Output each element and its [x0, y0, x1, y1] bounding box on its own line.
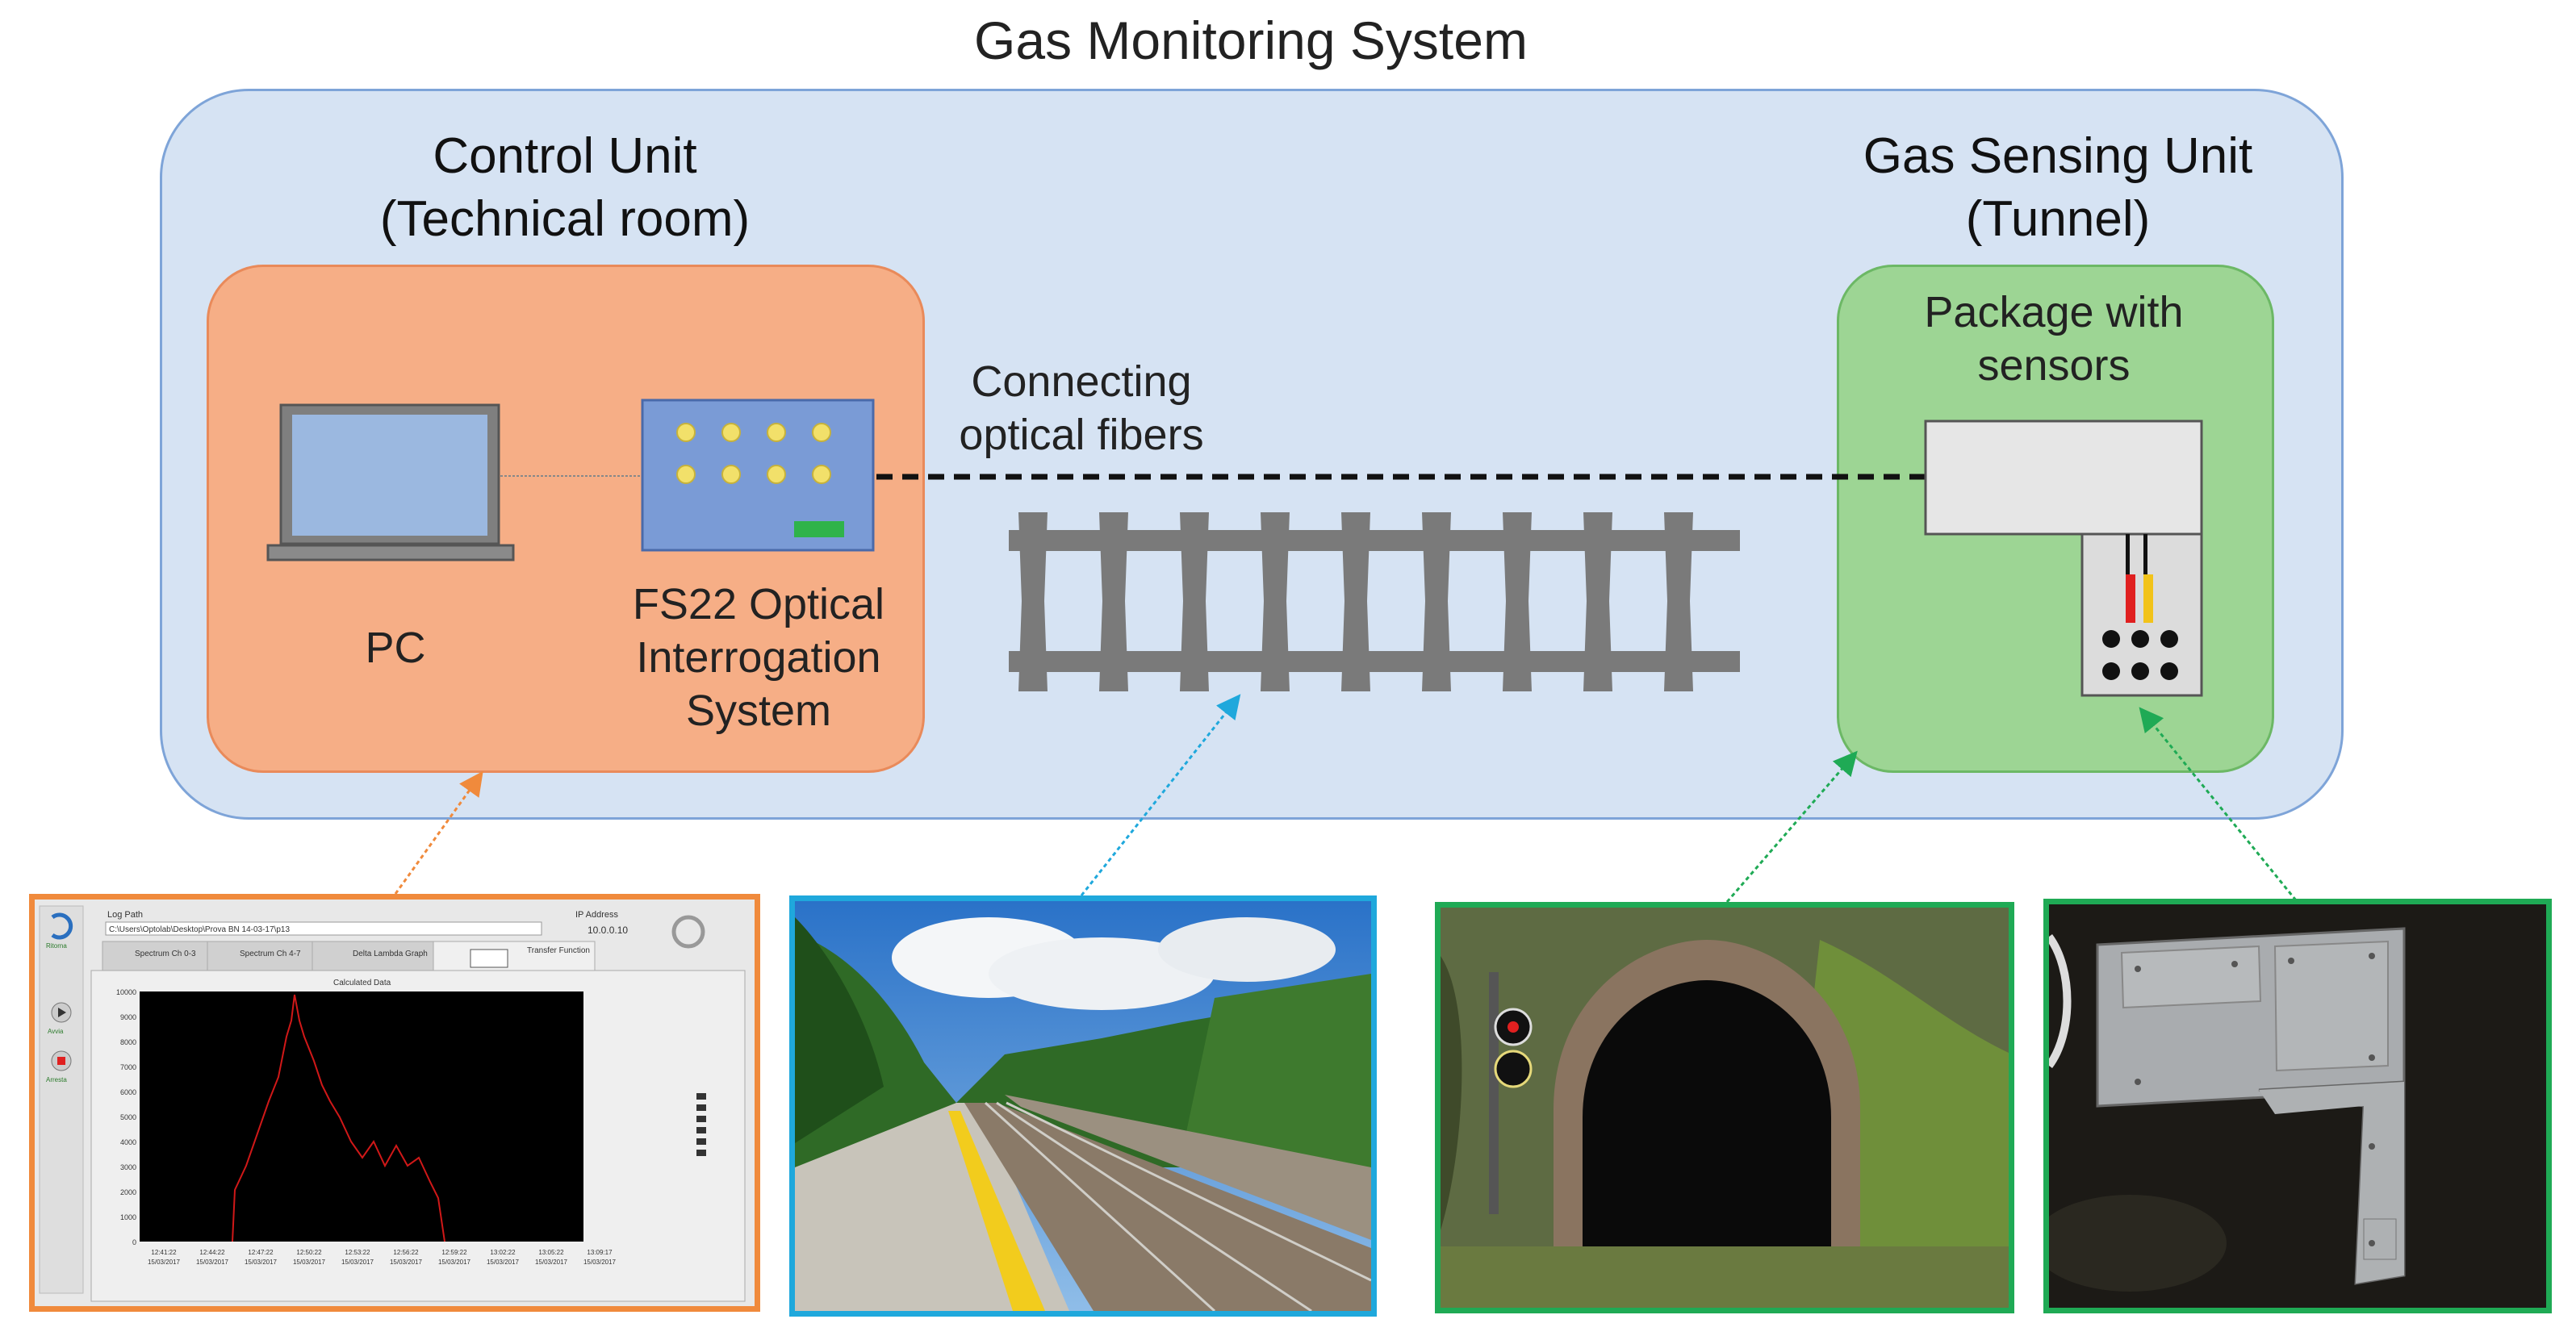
svg-text:15/03/2017: 15/03/2017	[583, 1259, 617, 1266]
graph-title: Calculated Data	[333, 979, 391, 987]
svg-text:9000: 9000	[120, 1013, 136, 1021]
svg-text:13:05:22: 13:05:22	[538, 1249, 564, 1256]
svg-text:12:56:22: 12:56:22	[393, 1249, 419, 1256]
back-arrow-icon	[51, 912, 73, 940]
svg-text:8000: 8000	[120, 1038, 136, 1046]
plot-area	[140, 991, 583, 1242]
svg-text:12:59:22: 12:59:22	[441, 1249, 467, 1256]
package-label-line1: Package with	[1924, 288, 2184, 336]
railway-track-icon	[1009, 512, 1740, 691]
svg-text:7000: 7000	[120, 1063, 136, 1071]
svg-text:13:09:17: 13:09:17	[587, 1249, 613, 1256]
package-label-line2: sensors	[1977, 341, 2131, 390]
tab-delta-lambda: Delta Lambda Graph	[353, 950, 428, 958]
log-path-value: C:\Users\Optolab\Desktop\Prova BN 14-03-…	[109, 925, 290, 934]
sensor-package-photo-panel	[2043, 899, 2552, 1313]
svg-text:15/03/2017: 15/03/2017	[438, 1259, 471, 1266]
railway-platform-photo	[795, 901, 1371, 1311]
sensor-package-photo	[2049, 904, 2546, 1308]
svg-text:4000: 4000	[120, 1138, 136, 1146]
tab-transfer-function: Transfer Function	[527, 946, 590, 955]
svg-text:12:53:22: 12:53:22	[345, 1249, 370, 1256]
x-axis-ticks: 12:41:22 12:44:22 12:47:22 12:50:22 12:5…	[148, 1249, 617, 1266]
gas-sensing-unit-heading: Gas Sensing Unit (Tunnel)	[1775, 125, 2340, 251]
laptop-icon	[266, 403, 515, 561]
control-unit-heading-line2: (Technical room)	[379, 191, 751, 247]
tunnel-photo	[1441, 908, 2009, 1308]
arrow-tunnel-to-sensing-unit	[1725, 750, 1858, 903]
gas-sensing-unit-heading-line1: Gas Sensing Unit	[1863, 128, 2253, 184]
pc-label: PC	[365, 624, 426, 672]
svg-text:15/03/2017: 15/03/2017	[390, 1259, 423, 1266]
svg-text:13:02:22: 13:02:22	[490, 1249, 516, 1256]
diagram-title: Gas Monitoring System	[974, 10, 1528, 70]
gas-sensing-unit-heading-line2: (Tunnel)	[1965, 191, 2151, 247]
svg-text:15/03/2017: 15/03/2017	[293, 1259, 326, 1266]
svg-text:15/03/2017: 15/03/2017	[245, 1259, 278, 1266]
software-screenshot: Ritorna Avvia Arresta Log Path C:\Users\…	[35, 900, 755, 1306]
svg-text:15/03/2017: 15/03/2017	[196, 1259, 229, 1266]
railway-platform-photo-panel	[789, 895, 1377, 1317]
software-screenshot-panel: Ritorna Avvia Arresta Log Path C:\Users\…	[29, 894, 760, 1312]
vent-grid	[2363, 1218, 2397, 1260]
y-axis-ticks: 10000 9000 8000 7000 6000 5000 4000 3000…	[116, 988, 136, 1246]
svg-text:15/03/2017: 15/03/2017	[535, 1259, 568, 1266]
svg-text:12:47:22: 12:47:22	[248, 1249, 274, 1256]
arrow-software-to-control-unit	[394, 770, 483, 895]
interrogator-device-icon	[641, 399, 875, 552]
control-unit-heading: Control Unit (Technical room)	[242, 125, 888, 251]
tab-spectrum-4-7: Spectrum Ch 4-7	[240, 950, 301, 958]
svg-text:3000: 3000	[120, 1163, 136, 1171]
svg-text:Avvia: Avvia	[48, 1028, 64, 1035]
sensor-package-icon	[1924, 420, 2203, 697]
svg-text:0: 0	[132, 1238, 136, 1246]
tab-spectrum-0-3: Spectrum Ch 0-3	[135, 950, 196, 958]
arrow-railway-to-track	[1080, 694, 1241, 896]
svg-text:15/03/2017: 15/03/2017	[487, 1259, 520, 1266]
svg-text:12:44:22: 12:44:22	[199, 1249, 225, 1256]
svg-text:12:41:22: 12:41:22	[151, 1249, 177, 1256]
ip-address-label: IP Address	[575, 910, 618, 920]
measured-signal-trace	[232, 994, 445, 1242]
svg-text:12:50:22: 12:50:22	[296, 1249, 322, 1256]
svg-text:6000: 6000	[120, 1088, 136, 1096]
svg-text:15/03/2017: 15/03/2017	[148, 1259, 181, 1266]
control-unit-heading-line1: Control Unit	[433, 128, 697, 184]
interrogator-label-line1: FS22 Optical	[632, 580, 885, 628]
legend-swatches	[696, 1093, 706, 1156]
connecting-fibers-line1: Connecting	[971, 357, 1192, 406]
svg-text:Arresta: Arresta	[46, 1076, 67, 1083]
cable-icon	[671, 915, 705, 949]
pc-to-interrogator-line	[500, 475, 646, 477]
interrogator-label-line3: System	[685, 687, 832, 735]
svg-text:2000: 2000	[120, 1188, 136, 1196]
svg-text:1000: 1000	[120, 1213, 136, 1221]
svg-text:10000: 10000	[116, 988, 136, 996]
arrow-package-photo-to-package	[2139, 707, 2298, 901]
optical-fiber-dashed-line	[876, 474, 1926, 480]
interrogator-label-line2: Interrogation	[636, 633, 881, 682]
log-path-label: Log Path	[107, 910, 143, 920]
connecting-fibers-line2: optical fibers	[959, 411, 1204, 459]
svg-text:Ritorna: Ritorna	[46, 942, 67, 950]
svg-text:5000: 5000	[120, 1113, 136, 1121]
ip-address-value: 10.0.0.10	[588, 925, 628, 936]
interrogator-label: FS22 Optical Interrogation System	[597, 578, 920, 737]
package-with-sensors-label: Package with sensors	[1848, 286, 2260, 392]
svg-text:15/03/2017: 15/03/2017	[341, 1259, 374, 1266]
connecting-fibers-label: Connecting optical fibers	[912, 355, 1251, 461]
tunnel-photo-panel	[1435, 902, 2014, 1313]
